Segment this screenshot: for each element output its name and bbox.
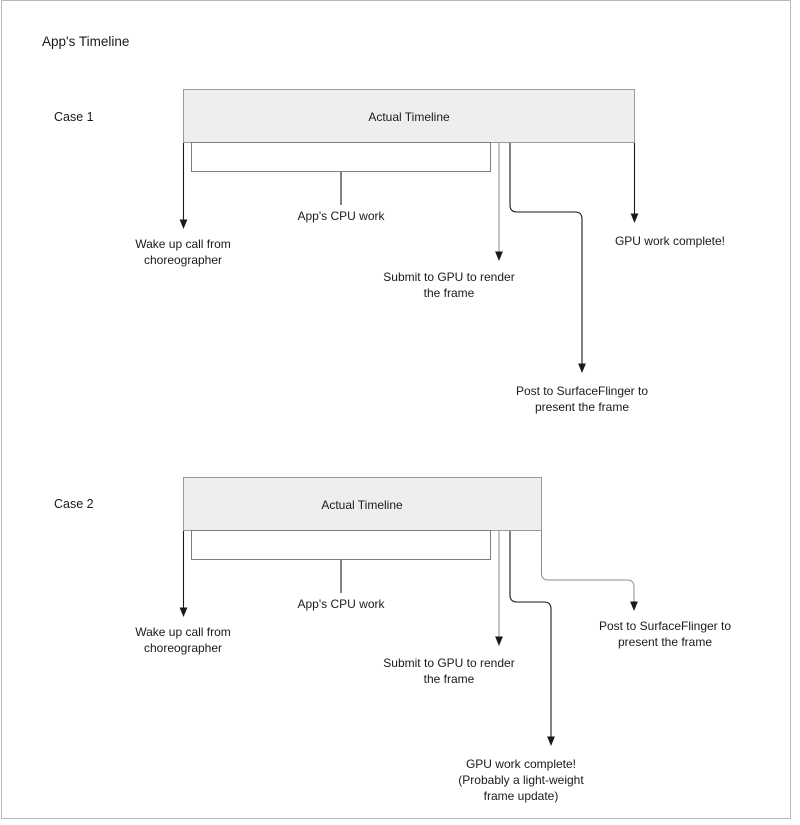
case-2-submit-gpu-arrow-head [495,636,503,646]
case-2-post-surfaceflinger-label-line-1: Post to SurfaceFlinger to [599,619,731,633]
case-1-submit-gpu-label-line-1: Submit to GPU to render [383,270,514,284]
case-1-label: Case 1 [54,110,94,124]
case-1-wake-up-arrow-head [179,219,188,229]
case-2-gpu-complete-arrow-line [509,531,552,739]
case-2-gpu-complete-arrow-head [547,736,555,746]
case-1-post-surfaceflinger-label-line-2: present the frame [535,400,629,414]
case-2-gpu-complete-label-line-3: frame update) [484,789,559,803]
case-2-submit-gpu-label-line-1: Submit to GPU to render [383,656,514,670]
case-2-wake-up-label-line-1: Wake up call from [135,625,231,639]
case-1-gpu-complete-arrow-head [630,213,639,223]
case-2-cpu-work-box [191,530,491,560]
case-1-cpu-work-label: App's CPU work [298,209,386,223]
case-2-wake-up-arrow-head [179,607,188,617]
case-1-post-surfaceflinger-label-line-1: Post to SurfaceFlinger to [516,384,648,398]
case-2-gpu-complete-label-line-2: (Probably a light-weight [458,773,584,787]
case-1-actual-timeline-label: Actual Timeline [368,110,450,124]
case-1-post-surfaceflinger-arrow-head [578,363,586,373]
case-1-submit-gpu-label-line-2: the frame [424,286,475,300]
case-2-wake-up-label-line-2: choreographer [144,641,222,655]
case-1-submit-gpu-arrow-head [495,251,503,261]
case-2-label: Case 2 [54,497,94,511]
case-1-wake-up-label-line-1: Wake up call from [135,237,231,251]
case-1-gpu-complete-label: GPU work complete! [615,234,725,248]
case-2-gpu-complete-label-line-1: GPU work complete! [466,757,576,771]
case-2-cpu-work-label: App's CPU work [298,597,386,611]
case-1-post-surfaceflinger-arrow-line [509,143,583,366]
case-2-post-surfaceflinger-arrow-head [630,601,638,611]
case-1-cpu-work-box [191,142,491,172]
page-title: App's Timeline [42,34,129,49]
case-1-wake-up-label-line-2: choreographer [144,253,222,267]
case-2-post-surfaceflinger-arrow-line [541,531,635,603]
case-2-submit-gpu-label-line-2: the frame [424,672,475,686]
case-1-actual-timeline-bar [183,89,635,143]
case-2-actual-timeline-label: Actual Timeline [321,498,403,512]
case-2-post-surfaceflinger-label-line-2: present the frame [618,635,712,649]
